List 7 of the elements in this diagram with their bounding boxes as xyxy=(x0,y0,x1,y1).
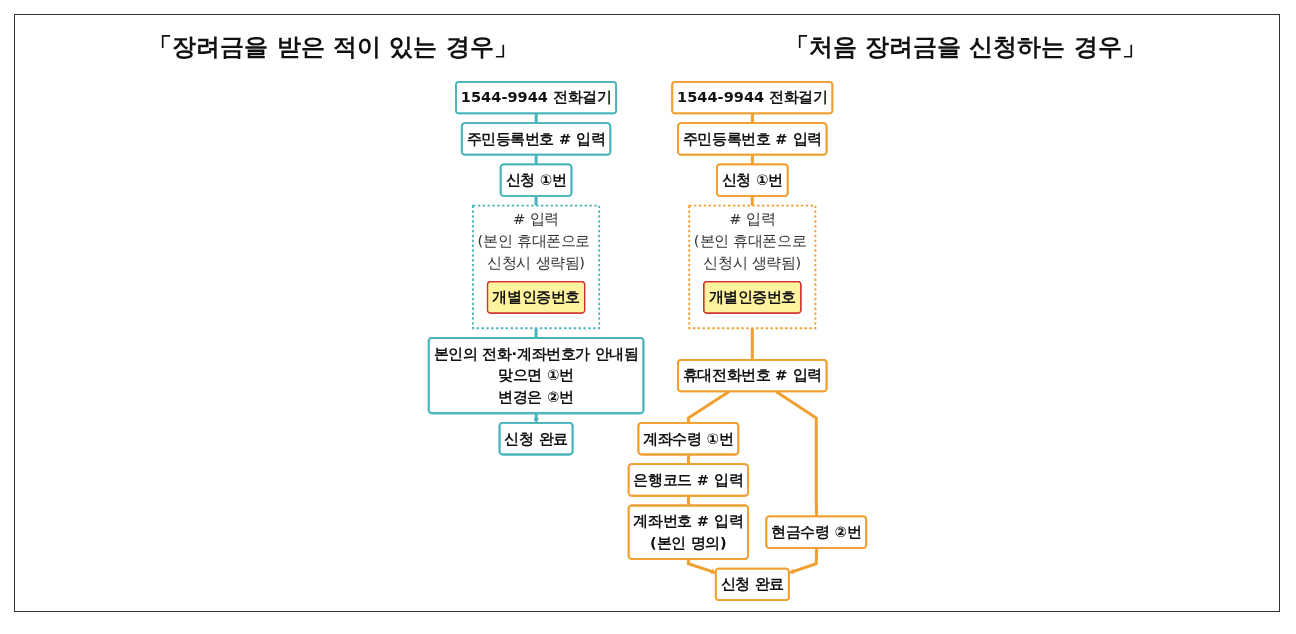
connector xyxy=(686,390,730,424)
section-heading: 「장려금을 받은 적이 있는 경우」 xyxy=(148,32,518,63)
arrow xyxy=(686,559,716,574)
connector xyxy=(775,390,818,517)
connector xyxy=(750,328,754,360)
arrow xyxy=(788,548,818,574)
section-heading: 「처음 장려금을 신청하는 경우」 xyxy=(784,32,1146,63)
